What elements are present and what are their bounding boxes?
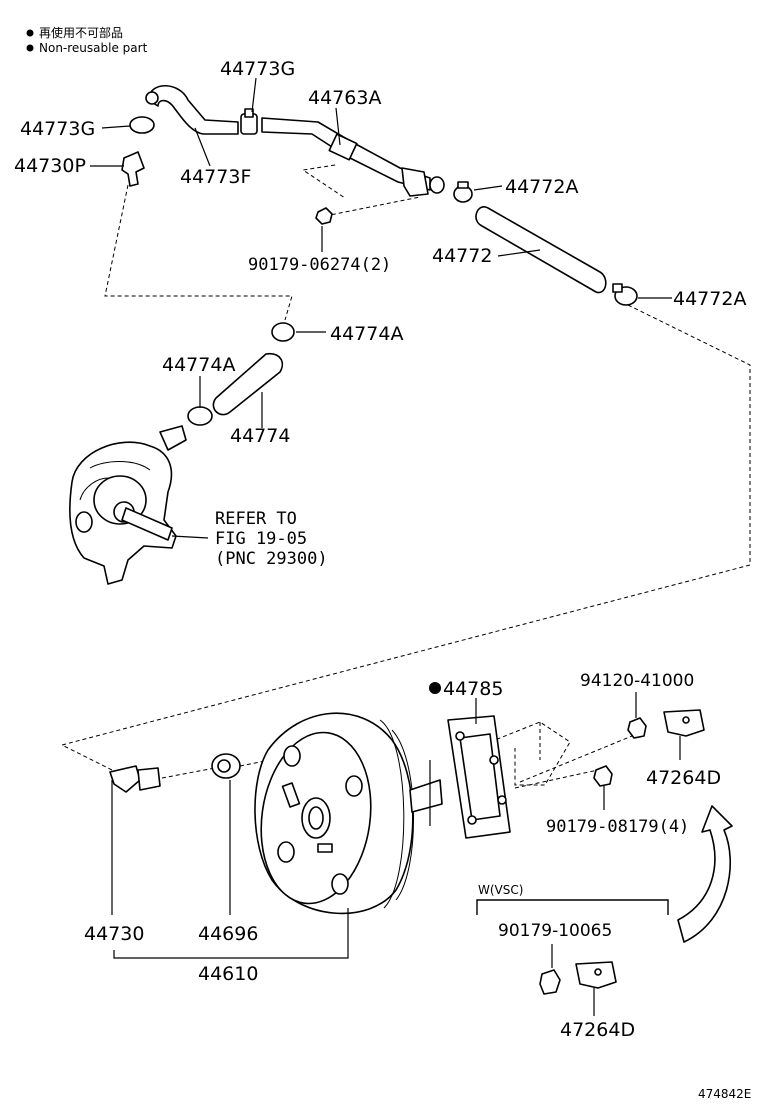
clamp-44774A-left [187, 406, 213, 426]
vacuum-pump-group [69, 322, 295, 585]
label-44610: 44610 [198, 963, 258, 985]
brake-booster-group [109, 709, 733, 995]
label-44730: 44730 [84, 923, 144, 945]
clamp-tab [457, 181, 469, 189]
hose-44773F [147, 85, 239, 135]
curved-arrow-icon [677, 805, 733, 943]
booster-push-rod [409, 779, 443, 813]
connector-44730P [121, 151, 145, 187]
label-44773F: 44773F [180, 166, 251, 188]
clamp-44774A-right [271, 322, 295, 342]
label-44730P: 44730P [14, 155, 86, 177]
label-90179-06274: 90179-06274(2) [248, 255, 391, 275]
booster-hole [345, 775, 363, 797]
label-fig-19-05: FIG 19-05 [215, 529, 307, 549]
legend-jp-text: 再使用不可部品 [39, 25, 123, 40]
grommet-hole [217, 759, 231, 773]
legend-bullet-icon [26, 44, 34, 52]
clamp-44773G-left [129, 116, 155, 134]
leader-lines [90, 77, 681, 1016]
legend-en-text: Non-reusable part [39, 41, 148, 55]
booster-hole [283, 745, 301, 767]
part-labels: 44773G 44773G 44730P 44773F 44763A 44772… [14, 58, 751, 1101]
gasket-opening [459, 733, 501, 821]
hose-44774 [212, 352, 284, 416]
label-44785: 44785 [443, 678, 503, 700]
label-44763A: 44763A [308, 87, 381, 109]
check-valve-body [137, 767, 161, 791]
booster-hole [277, 841, 295, 863]
label-wvsc: W(VSC) [478, 883, 523, 897]
booster-hub-inner [308, 806, 324, 830]
clamp-tab [244, 108, 254, 118]
gasket-hole [455, 731, 465, 741]
clamp-tab [612, 283, 623, 293]
label-44774A-left: 44774A [162, 354, 235, 376]
check-valve-44730 [109, 765, 141, 793]
label-47264D-upper: 47264D [646, 767, 721, 789]
wvsc-bracket [476, 899, 669, 915]
label-44773G-left: 44773G [20, 118, 95, 140]
label-44772A-upper: 44772A [505, 176, 578, 198]
label-44774: 44774 [230, 425, 290, 447]
gasket-hole [467, 815, 477, 825]
legend-bullet-icon [26, 29, 34, 37]
label-94120-41000: 94120-41000 [580, 671, 694, 691]
booster-stud [281, 782, 301, 808]
pump-boss [75, 511, 93, 533]
hose-44772 [475, 206, 607, 294]
label-90179-08179: 90179-08179(4) [546, 817, 689, 837]
label-44773G-top: 44773G [220, 58, 295, 80]
pump-inlet [159, 425, 187, 451]
nut-90179-06274 [315, 207, 333, 225]
clevis-hole [594, 968, 602, 976]
label-44772A-lower: 44772A [673, 288, 746, 310]
booster-hole [331, 873, 349, 895]
label-refer-to: REFER TO [215, 509, 297, 529]
nut-94120-41000 [627, 717, 647, 739]
non-reusable-marker-icon [429, 682, 441, 694]
clevis-hole [682, 716, 690, 724]
figure-id: 474842E [698, 1087, 751, 1101]
label-44696: 44696 [198, 923, 258, 945]
gasket-hole [489, 755, 499, 765]
pump-arm [121, 507, 173, 541]
hose-end [145, 91, 159, 105]
nut-90179-10065 [539, 969, 561, 995]
booster-stud [317, 843, 333, 853]
gasket-hole [497, 795, 507, 805]
label-44772: 44772 [432, 245, 492, 267]
dashed-routing [60, 164, 751, 789]
nut-90179-08179 [593, 765, 613, 787]
pipe-end [429, 176, 445, 194]
label-90179-10065: 90179-10065 [498, 921, 612, 941]
label-pnc-29300: (PNC 29300) [215, 549, 328, 569]
pipe-bracket [328, 133, 358, 161]
upper-hose-assembly [121, 85, 638, 306]
legend: 再使用不可部品 Non-reusable part [26, 25, 148, 55]
label-47264D-lower: 47264D [560, 1019, 635, 1041]
label-44774A-right: 44774A [330, 323, 403, 345]
pipe-joint [401, 167, 429, 197]
